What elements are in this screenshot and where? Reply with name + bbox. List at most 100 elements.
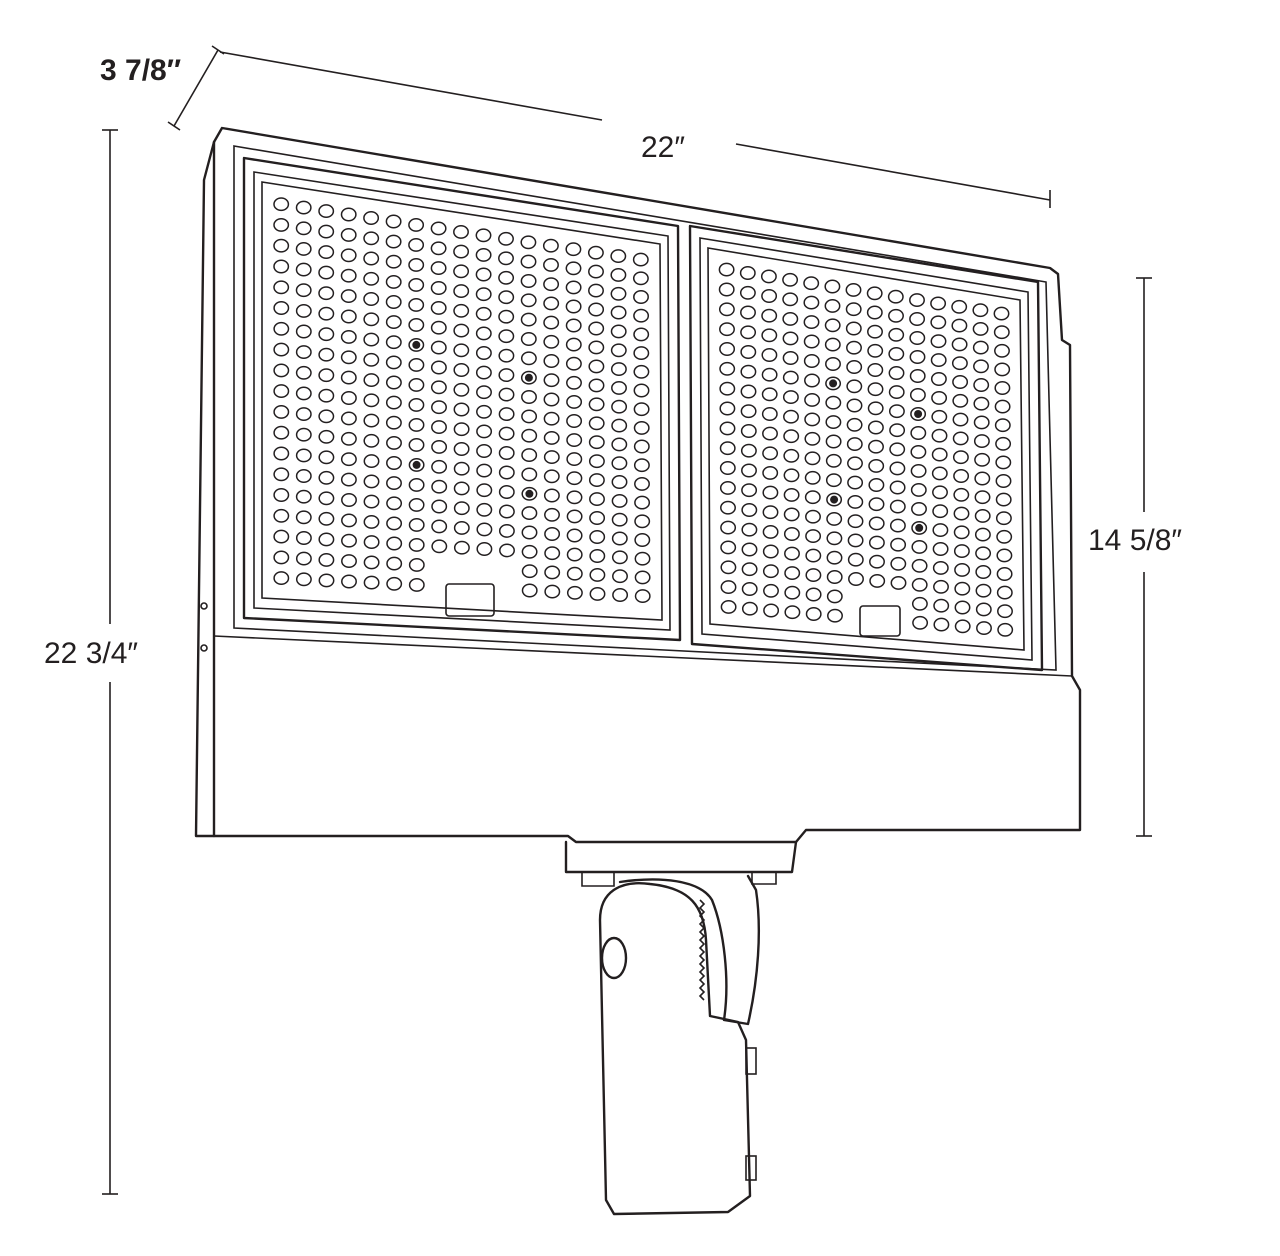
led-lens [974,452,991,467]
led-lens [318,470,335,485]
led-lens [845,302,862,317]
led-lens [847,456,863,471]
width-label: 22″ [641,131,685,164]
led-lens [783,487,800,502]
led-lens [295,283,312,298]
led-lens [741,542,758,557]
led-lens [890,575,907,590]
led-lens [848,572,864,586]
led-lens [453,481,470,496]
led-lens [909,331,926,345]
led-lens [273,301,290,315]
led-lens [408,377,425,392]
led-lens [909,350,926,364]
led-lens [847,552,864,567]
led-lens [295,572,312,587]
led-lens [804,451,821,466]
led-lens [589,549,606,563]
led-lens [611,456,628,471]
led-lens [340,431,357,446]
led-lens [498,523,515,538]
led-lens [889,499,906,514]
led-lens [565,261,582,276]
led-lens [805,548,822,563]
led-lens [932,485,948,500]
led-lens [475,267,492,282]
led-lens [740,305,756,320]
led-lens [782,292,799,307]
led-lens [588,416,605,431]
led-lens [804,431,821,446]
led-lens [782,370,799,385]
led-lens [318,347,335,362]
led-lens [273,342,290,357]
led-lens [566,490,583,505]
led-lens [953,525,970,540]
led-lens [889,442,906,457]
led-lens [866,305,883,320]
led-lens [453,382,470,397]
led-lens [588,264,604,279]
led-lens [363,575,380,590]
overall-height-label: 22 3/4″ [44,637,138,670]
led-lens [996,548,1013,563]
led-lens [520,293,537,308]
led-lens [385,214,402,229]
led-lens [543,411,560,426]
led-lens [633,364,650,379]
led-lens [408,317,425,332]
led-lens [318,491,335,506]
led-lens [273,467,290,482]
led-lens [866,286,883,301]
led-lens [566,375,582,390]
led-lens [340,329,357,344]
led-lens [995,436,1012,451]
led-lens [475,287,492,302]
led-lens [824,298,841,313]
led-lens [996,529,1013,544]
led-lens [719,441,736,456]
led-lens [498,251,514,266]
led-lens [632,252,649,267]
led-lens [824,337,841,352]
led-lens [954,581,971,596]
led-lens [340,370,357,385]
led-lens [273,550,290,565]
led-lens [543,334,560,349]
led-lens [498,290,515,305]
led-lens [498,387,515,402]
led-lens [453,224,469,239]
led-lens [295,365,312,380]
led-lens [611,475,628,489]
led-lens [994,362,1011,377]
led-lens [867,420,884,435]
led-lens [543,354,560,368]
led-lens [566,509,583,524]
led-lens [931,447,948,462]
led-lens [273,197,290,212]
led-lens [720,560,737,575]
left-led-module [242,156,682,642]
led-lens [363,535,380,550]
led-lens [408,437,425,452]
led-lens [740,384,757,399]
led-lens [890,556,907,571]
led-lens [565,318,582,333]
led-lens [932,542,949,556]
led-lens [430,300,447,315]
led-lens [295,448,312,463]
led-lens [761,348,778,362]
led-lens [890,537,907,552]
led-lens [995,492,1012,507]
led-lens [888,346,905,361]
overall-height-dimension-line [102,129,118,1195]
led-lens [846,340,862,355]
led-lens [910,463,927,478]
led-lens [408,397,425,412]
led-lens [846,379,863,394]
led-lens [720,599,737,614]
led-lens [995,455,1012,470]
led-lens [930,334,947,349]
led-lens [295,489,312,504]
led-lens [784,546,800,561]
